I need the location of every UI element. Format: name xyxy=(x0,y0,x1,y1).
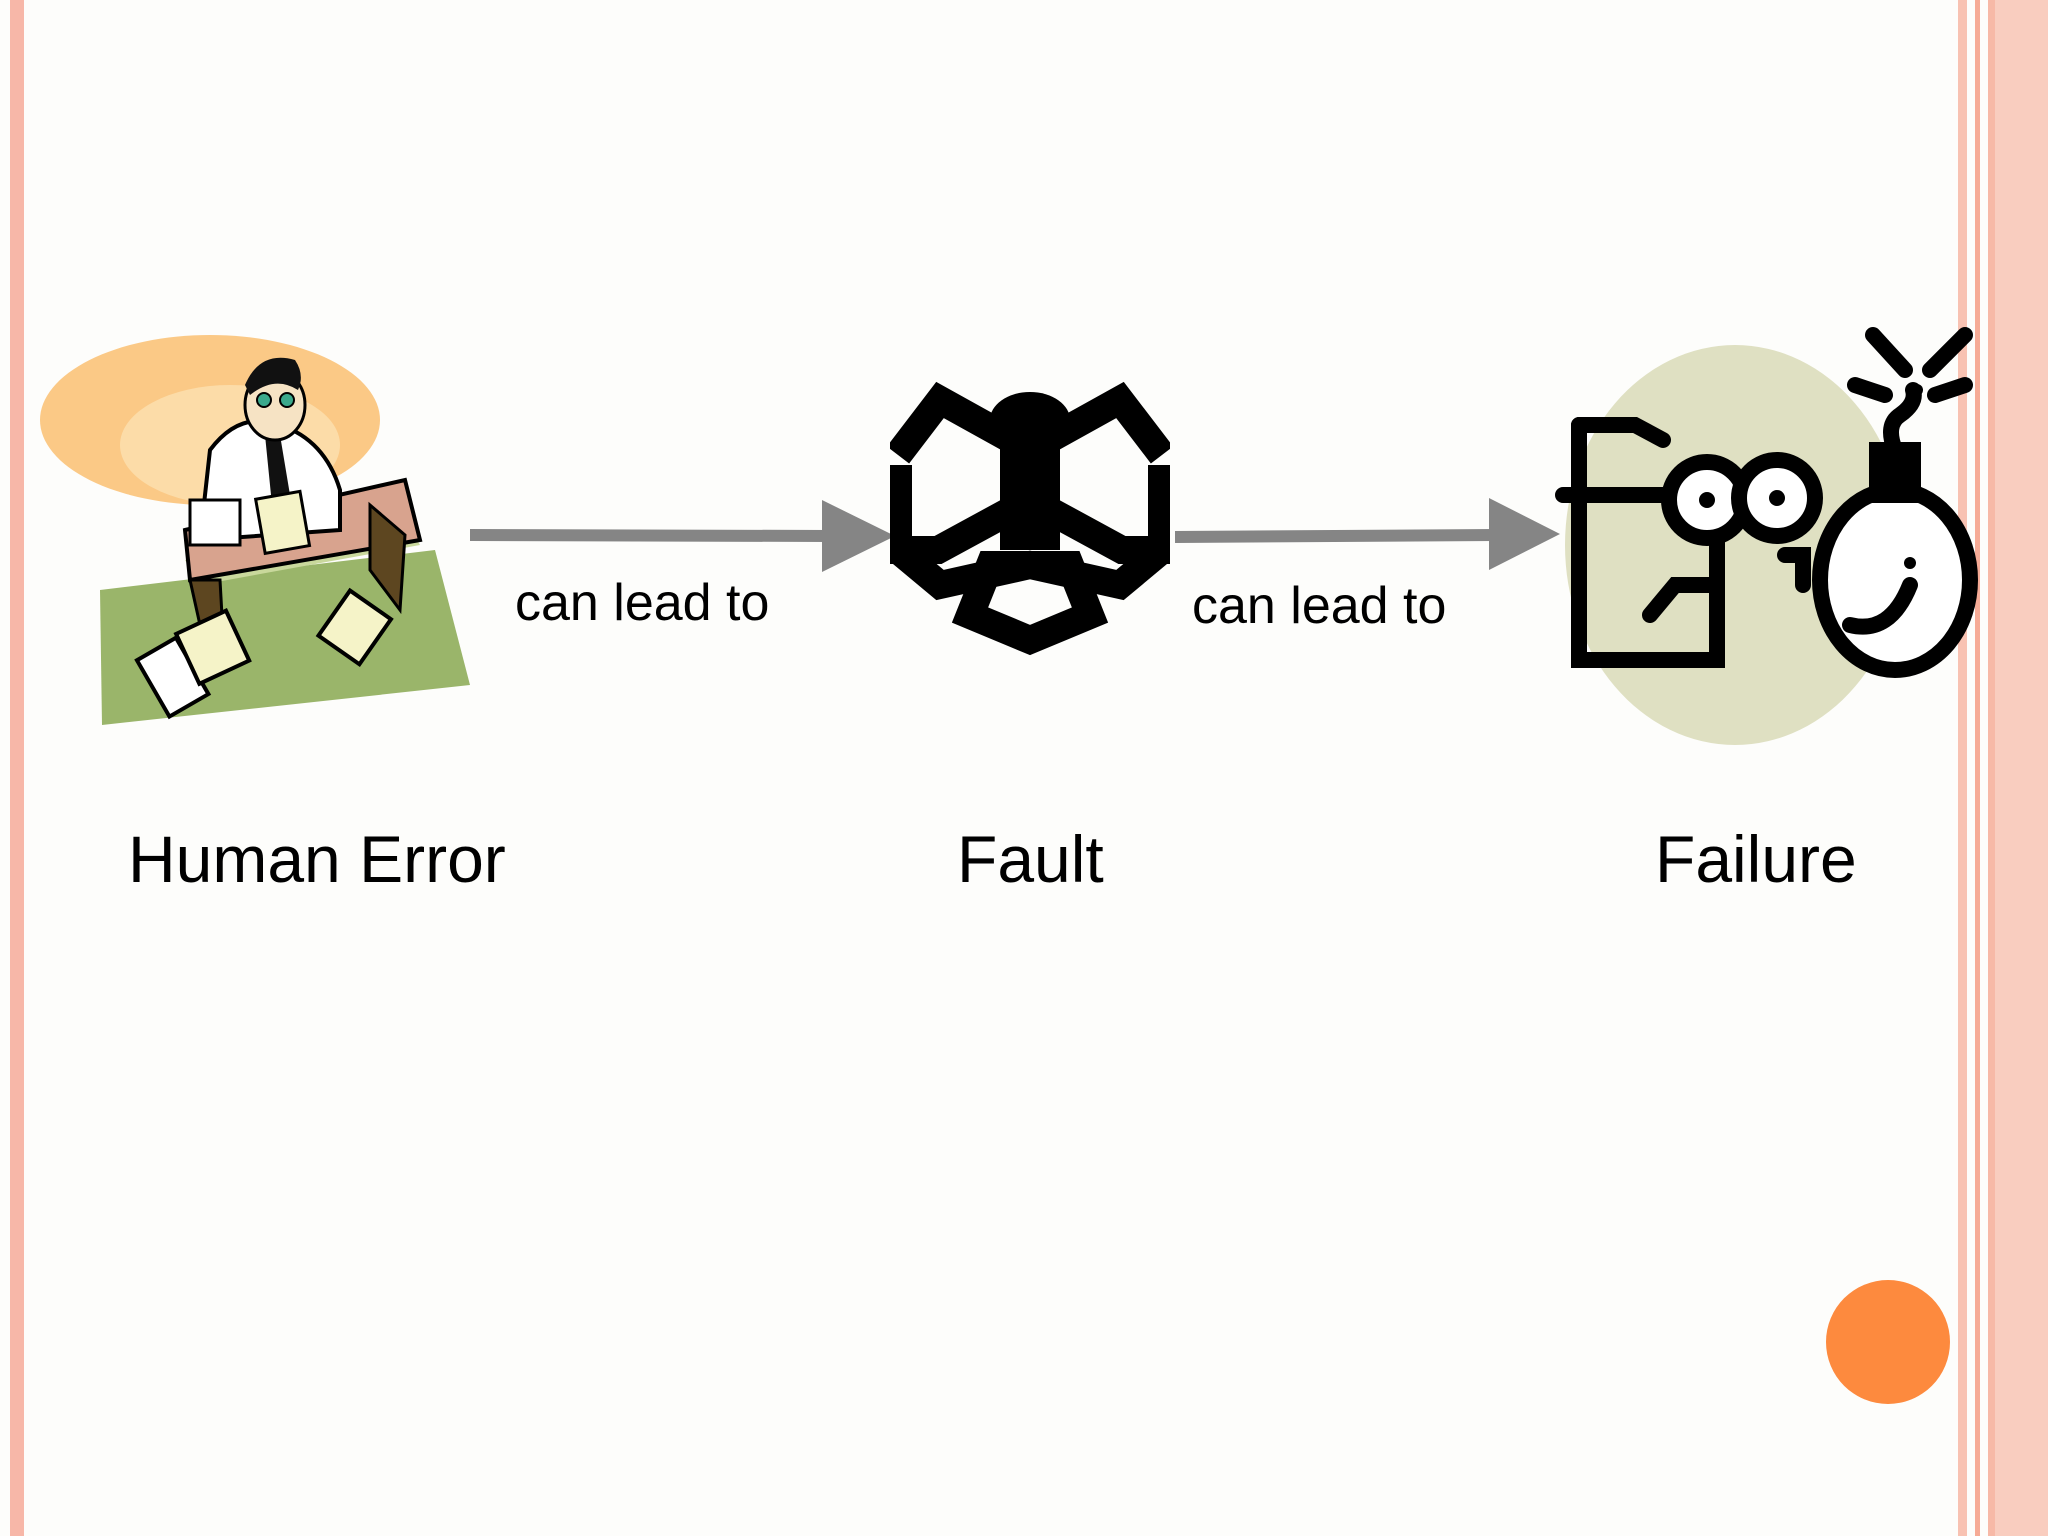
bug-icon xyxy=(890,381,1170,656)
face-with-bomb-icon xyxy=(1555,327,1978,745)
accent-dot xyxy=(1826,1280,1950,1404)
node-label-failure: Failure xyxy=(1655,822,1857,896)
edge-label-2: can lead to xyxy=(1192,577,1447,635)
left-border-stripe xyxy=(10,0,24,1536)
node-label-human-error: Human Error xyxy=(128,822,506,896)
right-border-stripes xyxy=(1958,0,2048,1536)
arrow-human-error-to-fault xyxy=(470,500,895,572)
arrow-fault-to-failure xyxy=(1175,498,1560,570)
node-label-fault: Fault xyxy=(957,822,1104,896)
edge-label-1: can lead to xyxy=(515,574,770,632)
office-worker-at-desk-icon xyxy=(40,335,470,725)
